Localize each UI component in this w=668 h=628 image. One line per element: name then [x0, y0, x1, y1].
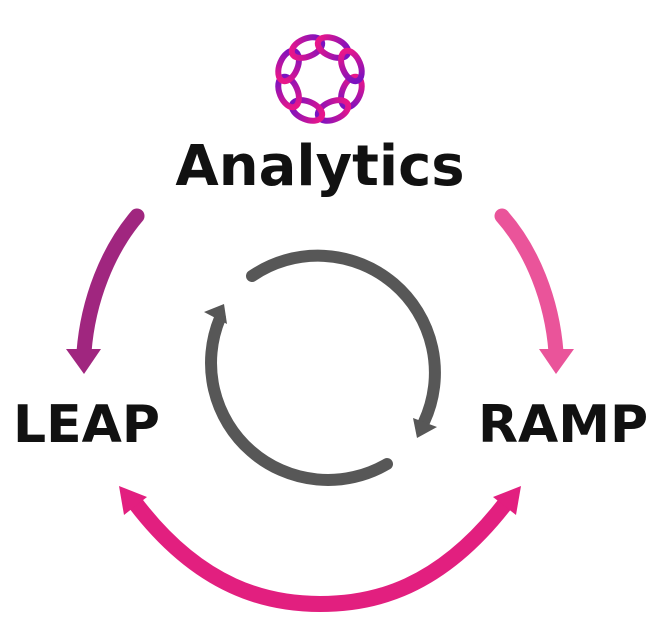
arrow-analytics-to-leap — [66, 208, 145, 374]
logo-loop — [275, 47, 302, 85]
logo-loop — [288, 97, 326, 124]
logo-loop — [338, 47, 365, 85]
arrow-analytics-to-ramp — [494, 208, 574, 374]
node-label-ramp: RAMP — [478, 395, 649, 455]
node-label-leap: LEAP — [13, 395, 161, 455]
logo-loop — [314, 34, 352, 61]
arrow-leap-ramp-bidirectional — [119, 486, 521, 613]
refresh-cycle-icon — [204, 249, 441, 486]
interlaced-ring-logo-icon — [275, 34, 365, 124]
node-label-analytics: Analytics — [175, 134, 465, 199]
